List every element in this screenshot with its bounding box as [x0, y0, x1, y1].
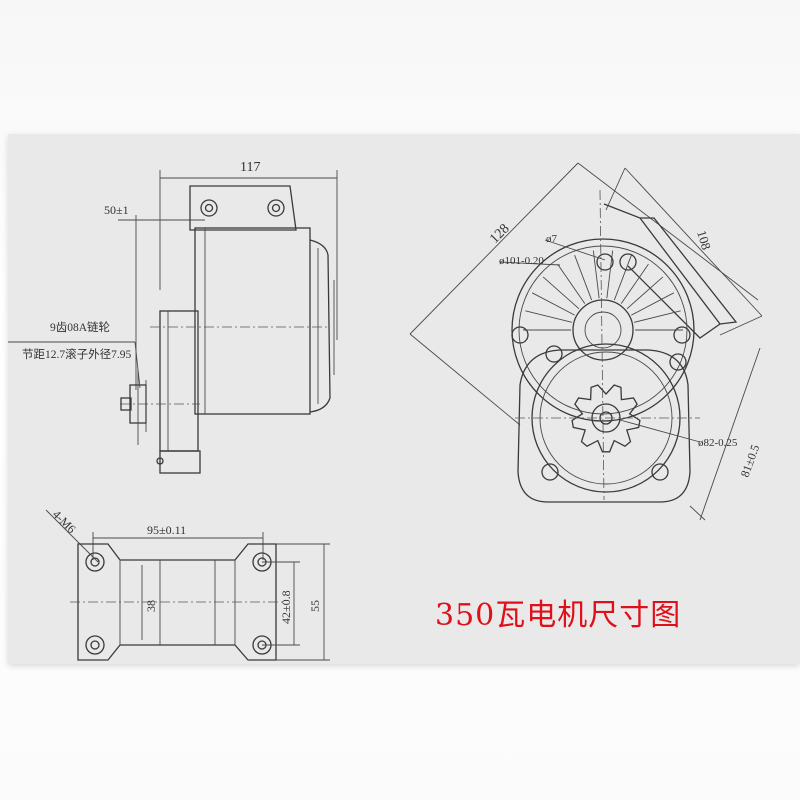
hole-top-right: [619, 253, 637, 271]
sprocket-teeth: [571, 384, 641, 453]
dim-95-label: 95±0.11: [147, 523, 186, 537]
front-mounting-holes: [511, 253, 691, 481]
shaft-nut: [120, 397, 132, 411]
cooling-fin: [525, 310, 573, 323]
hole-left-mid: [545, 345, 563, 363]
cooling-fin: [592, 250, 600, 299]
drawing-sheet: [8, 134, 800, 664]
front-bracket: [603, 203, 721, 339]
dim-line-128: [409, 162, 579, 335]
front-bracket-edge: [640, 217, 738, 325]
leader-4-m6: [45, 509, 99, 563]
dim-38-label: 38: [144, 600, 158, 612]
hole-top-left: [596, 253, 614, 271]
note-leader-arrow: [134, 341, 141, 389]
dim-117-label: 117: [240, 160, 260, 175]
dim-55-label: 55: [308, 600, 322, 612]
mount-bracket: [189, 185, 297, 231]
motor-hub-inner: [584, 311, 622, 349]
cooling-fin: [626, 276, 664, 310]
bracket-hole-left-inner: [204, 203, 214, 213]
dim-50-label: 50±1: [104, 203, 129, 217]
ext-line-81: [689, 505, 706, 521]
foot-hole: [156, 457, 164, 465]
hole-dia-label: ø7: [546, 233, 558, 245]
side-view: 117 50±1 9齿08A链轮 节距12.7滚子外: [8, 160, 338, 474]
cooling-fin: [633, 310, 681, 323]
gearbox-housing: [159, 310, 199, 452]
cooling-fin: [631, 292, 675, 316]
hole-right-mid: [669, 353, 687, 371]
base-hole-bl-inner: [90, 640, 100, 650]
motor-hub-circle: [572, 299, 634, 361]
dim-line-108: [624, 167, 763, 317]
front-view: 128 108: [409, 162, 763, 521]
pilot-dia-label: ø82-0.25: [698, 437, 738, 449]
ext-line-108-bottom: [719, 315, 763, 336]
housing-outer-circle: [511, 238, 695, 422]
leader-bolt-circle: [499, 261, 561, 266]
ext-line-128-top: [577, 162, 759, 301]
hole-bottom-right: [651, 463, 669, 481]
hole-bottom-left: [541, 463, 559, 481]
ext-line-108-top: [605, 167, 626, 211]
cooling-fin: [613, 255, 632, 301]
motor-body: [194, 227, 311, 415]
base-hole-tl: [85, 552, 105, 572]
cooling-fin: [542, 276, 580, 310]
diagram-caption: 350瓦电机尺寸图: [435, 598, 682, 633]
gearbox-foot: [159, 450, 201, 474]
dim-128-label: 128: [487, 221, 512, 246]
end-cap: [309, 239, 331, 413]
ext-line-128-bottom: [409, 333, 521, 426]
base-hole-tl-inner: [90, 557, 100, 567]
cooling-fins: [523, 250, 683, 331]
leader-pilot: [619, 419, 701, 443]
sprocket-note-line1: 9齿08A链轮: [50, 320, 111, 334]
dim-108-label: 108: [694, 228, 714, 251]
sprocket-note-line2: 节距12.7滚子外径7.95: [22, 347, 131, 361]
dim-42-label: 42±0.8: [279, 590, 293, 624]
cooling-fin: [557, 263, 586, 304]
hole-left-upper: [511, 326, 529, 344]
dim-81-label: 81±0.5: [738, 443, 763, 479]
dim-line-81: [699, 347, 761, 521]
base-view: 4-M6 95±0.11 38 42±0.8 55: [45, 507, 330, 661]
front-centerline-vertical: [599, 189, 605, 501]
bracket-hole-right-inner: [271, 203, 281, 213]
bolt-circle-label: ø101-0.20: [499, 255, 544, 267]
base-hole-bl: [85, 635, 105, 655]
bracket-hole-right: [267, 199, 285, 217]
sprocket-gear: [571, 384, 641, 453]
hole-callout: 4-M6: [50, 507, 79, 536]
cooling-fin: [531, 292, 575, 316]
bracket-hole-left: [200, 199, 218, 217]
hole-right-upper: [673, 326, 691, 344]
cooling-fin: [574, 255, 593, 301]
leader-hole-dia: [544, 239, 606, 261]
cooling-fin: [620, 263, 649, 304]
